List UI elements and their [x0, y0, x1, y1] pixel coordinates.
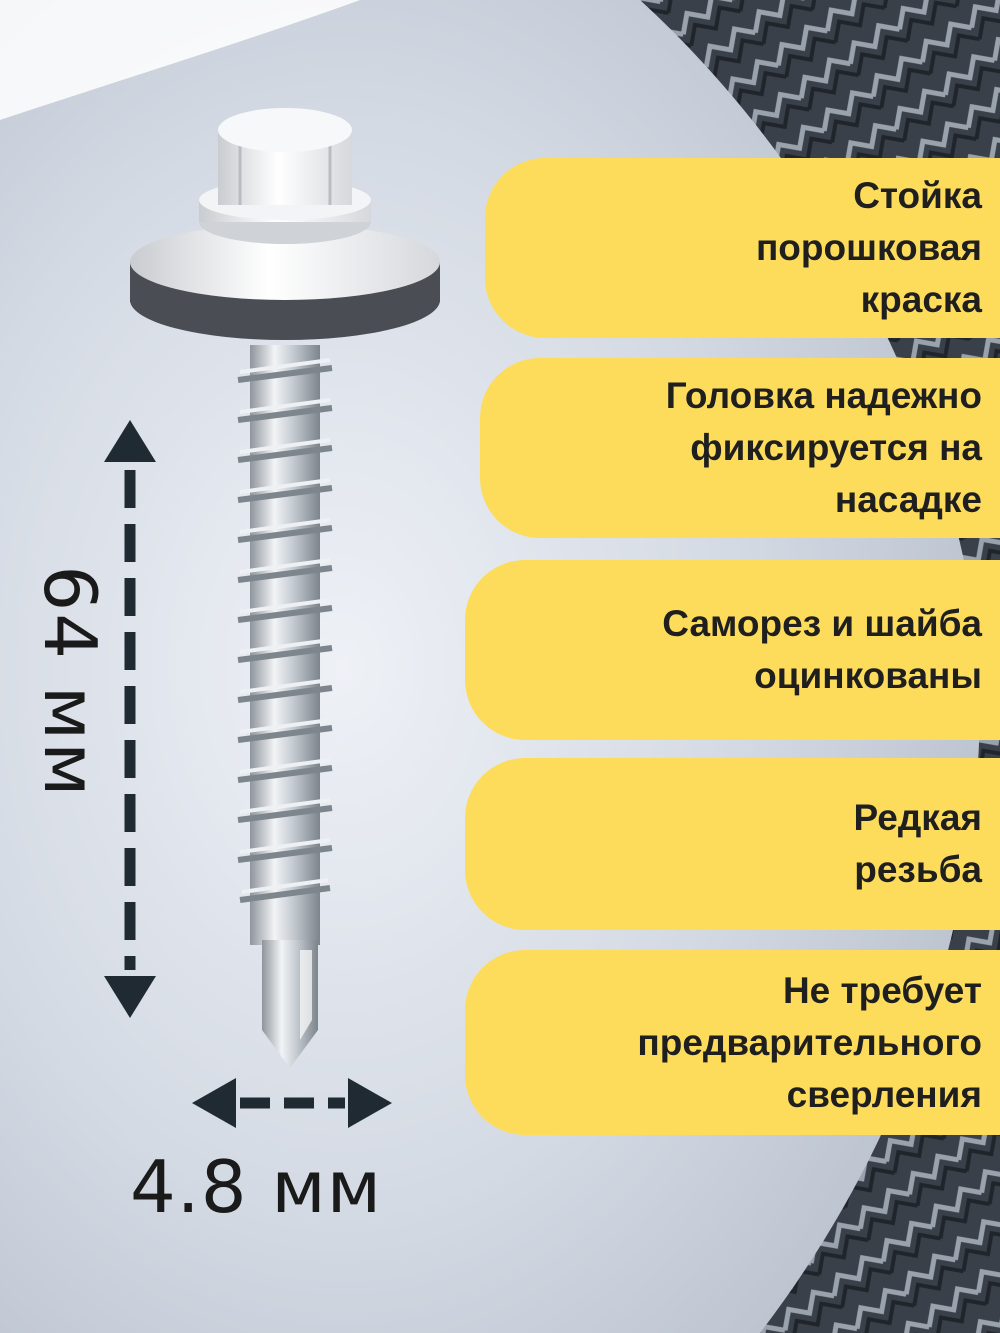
- diameter-dimension-label: 4.8 мм: [130, 1145, 383, 1229]
- feature-label: Не требует предварительного сверления: [637, 969, 982, 1115]
- length-dimension-label: 64 мм: [28, 565, 112, 799]
- feature-head-fixation: Головка надежно фиксируется на насадке: [480, 358, 1000, 538]
- feature-label: Головка надежно фиксируется на насадке: [665, 375, 982, 520]
- feature-powder-paint: Стойка порошковая краска: [485, 158, 1000, 338]
- feature-coarse-thread: Редкая резьба: [465, 758, 1000, 930]
- feature-label: Саморез и шайба оцинкованы: [662, 603, 982, 696]
- feature-label: Редкая резьба: [853, 797, 982, 890]
- double-arrow-horizontal-icon: [192, 1078, 392, 1128]
- feature-galvanized: Саморез и шайба оцинкованы: [465, 560, 1000, 740]
- feature-no-predrill: Не требует предварительного сверления: [465, 950, 1000, 1135]
- feature-label: Стойка порошковая краска: [755, 175, 982, 320]
- screw: [130, 108, 440, 1068]
- double-arrow-vertical-icon: [104, 420, 156, 1018]
